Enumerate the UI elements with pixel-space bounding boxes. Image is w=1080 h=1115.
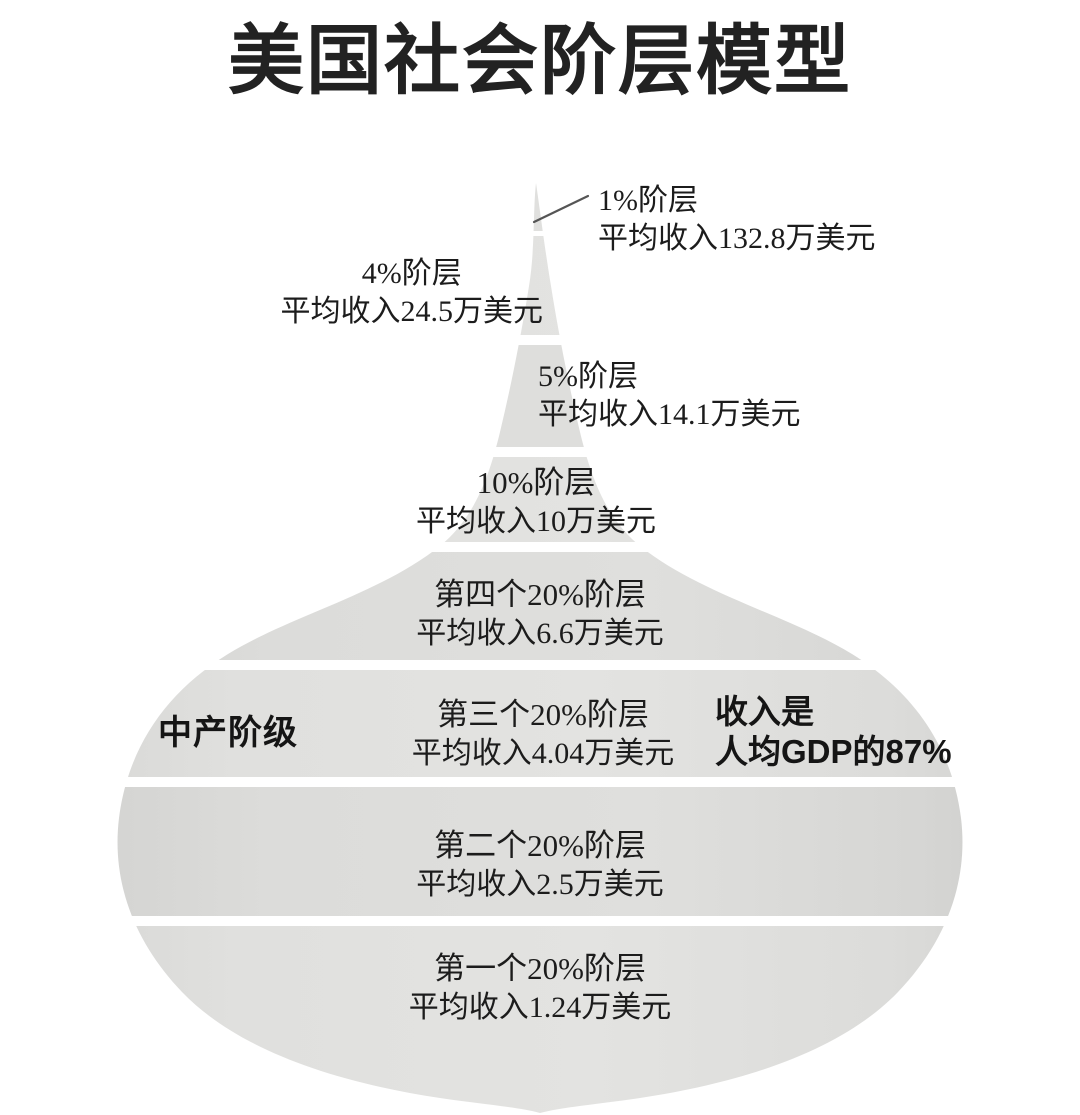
tier-label-10pct: 10%阶层 平均收入10万美元: [416, 463, 656, 541]
gdp-note-line2: 人均GDP的87%: [715, 733, 952, 771]
gdp-comparison-annotation: 收入是 人均GDP的87%: [715, 692, 952, 773]
leader-line-1pct: [532, 194, 590, 224]
tier-name-4pct: 4%阶层: [361, 257, 462, 290]
tier-income-5pct: 平均收入14.1万美元: [538, 398, 801, 432]
tier-name-10pct: 10%阶层: [476, 465, 596, 500]
tier-name-quintile-3: 第三个20%阶层: [437, 697, 649, 732]
tier-name-quintile-4: 第四个20%阶层: [434, 577, 646, 612]
tier-name-1pct: 1%阶层: [598, 184, 698, 217]
tier-income-4pct: 平均收入24.5万美元: [280, 295, 544, 329]
tier-label-1pct: 1%阶层 平均收入132.8万美元: [598, 182, 876, 259]
tier-income-quintile-1: 平均收入1.24万美元: [408, 990, 672, 1024]
tier-label-quintile-1: 第一个20%阶层 平均收入1.24万美元: [409, 949, 672, 1027]
tier-name-quintile-1: 第一个20%阶层: [434, 951, 646, 986]
tier-income-10pct: 平均收入10万美元: [416, 504, 656, 538]
page-title: 美国社会阶层模型: [228, 19, 852, 104]
gdp-note-line1: 收入是: [715, 693, 814, 730]
tier-name-quintile-2: 第二个20%阶层: [434, 828, 646, 863]
tier-income-quintile-4: 平均收入6.6万美元: [416, 616, 664, 650]
tier-income-quintile-3: 平均收入4.04万美元: [411, 736, 675, 770]
middle-class-text: 中产阶级: [158, 714, 298, 752]
tier-name-5pct: 5%阶层: [538, 360, 638, 393]
tier-income-quintile-2: 平均收入2.5万美元: [416, 867, 664, 901]
tier-income-1pct: 平均收入132.8万美元: [598, 222, 876, 256]
band-quintile-3: [117, 670, 963, 777]
band-quintile-2: [117, 787, 963, 916]
tier-label-quintile-2: 第二个20%阶层 平均收入2.5万美元: [416, 826, 664, 904]
tier-label-4pct: 4%阶层 平均收入24.5万美元: [281, 255, 544, 332]
tier-label-5pct: 5%阶层 平均收入14.1万美元: [538, 358, 801, 435]
tier-label-quintile-4: 第四个20%阶层 平均收入6.6万美元: [416, 575, 664, 653]
middle-class-annotation: 中产阶级: [158, 713, 298, 754]
tier-label-quintile-3: 第三个20%阶层 平均收入4.04万美元: [412, 695, 675, 773]
